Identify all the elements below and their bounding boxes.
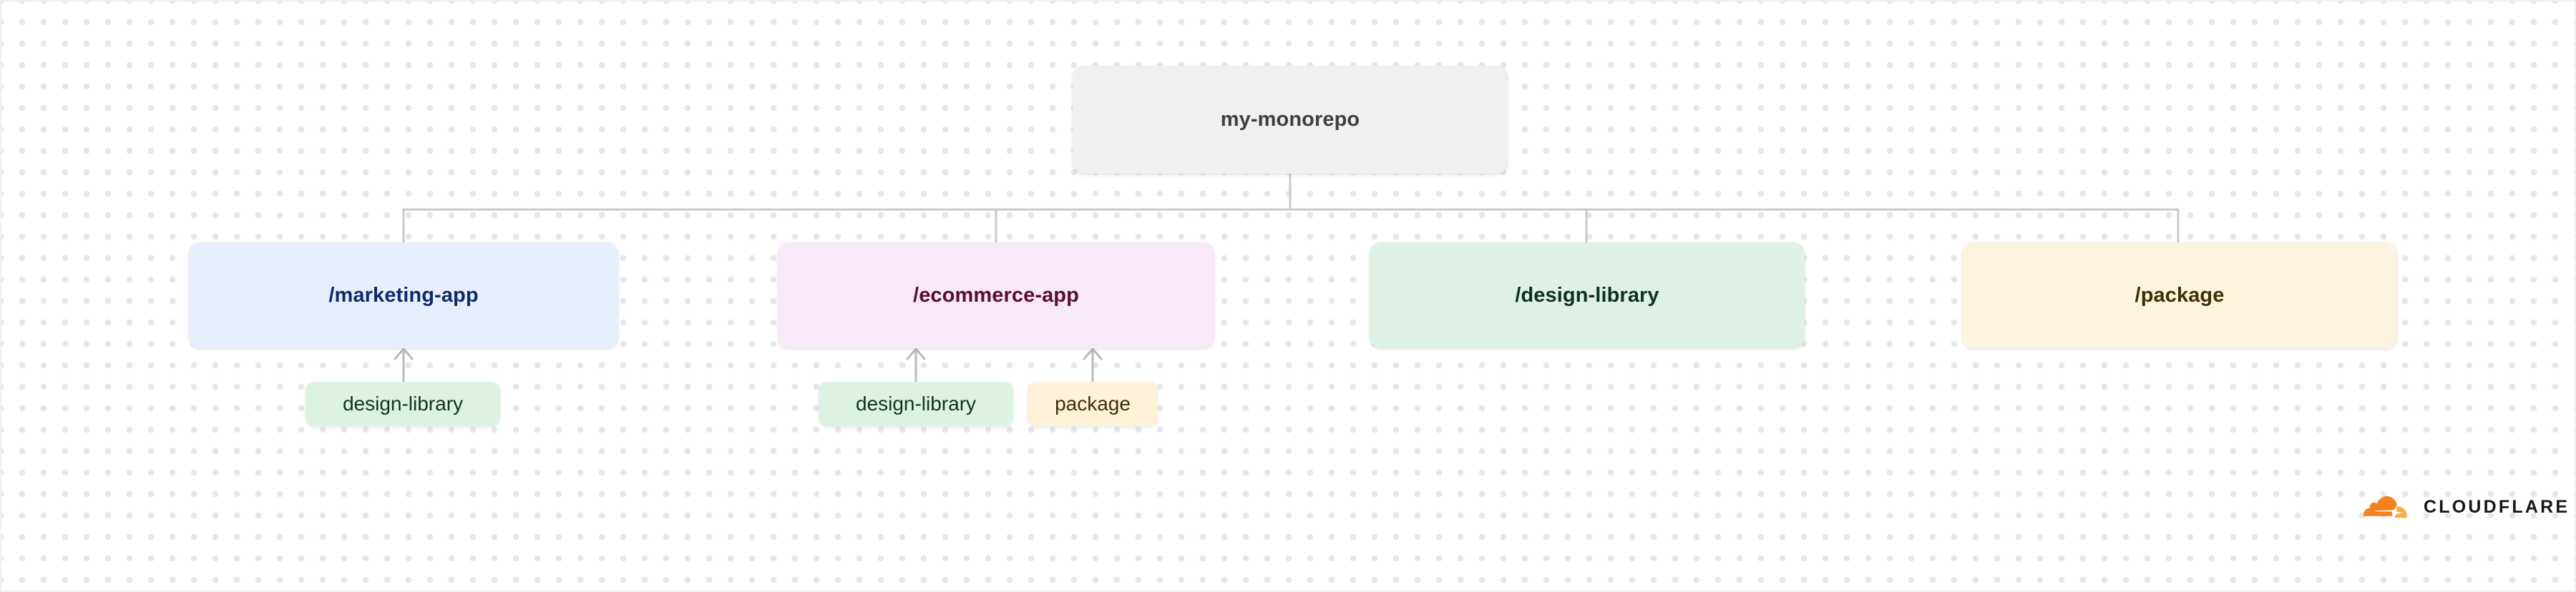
dependency-pill-label: package — [1055, 393, 1131, 415]
dep-arrowhead-ecommerce-designlib — [906, 347, 926, 360]
dependency-pill-marketing-design-library[interactable]: design-library — [306, 382, 500, 426]
node-design-library[interactable]: /design-library — [1370, 242, 1805, 348]
node-label-design-library: /design-library — [1515, 283, 1659, 307]
dep-arrowhead-ecommerce-package — [1083, 347, 1103, 360]
dep-arrowhead-marketing-designlib — [394, 347, 414, 360]
node-package[interactable]: /package — [1962, 242, 2397, 348]
node-label-my-monorepo: my-monorepo — [1220, 108, 1360, 131]
cloudflare-cloud-icon — [2363, 496, 2407, 518]
node-label-marketing-app: /marketing-app — [328, 283, 479, 307]
node-ecommerce-app[interactable]: /ecommerce-app — [778, 242, 1214, 348]
node-marketing-app[interactable]: /marketing-app — [189, 242, 618, 348]
cloudflare-logo: CLOUDFLARE — [2358, 493, 2570, 521]
node-my-monorepo[interactable]: my-monorepo — [1073, 66, 1508, 174]
node-label-ecommerce-app: /ecommerce-app — [913, 283, 1079, 307]
dependency-pill-label: design-library — [342, 393, 464, 415]
dependency-pill-ecommerce-package[interactable]: package — [1028, 382, 1158, 426]
node-label-package: /package — [2135, 283, 2225, 307]
cloudflare-wordmark: CLOUDFLARE — [2424, 496, 2570, 517]
dependency-pill-ecommerce-design-library[interactable]: design-library — [819, 382, 1013, 426]
dependency-pill-label: design-library — [855, 393, 977, 415]
